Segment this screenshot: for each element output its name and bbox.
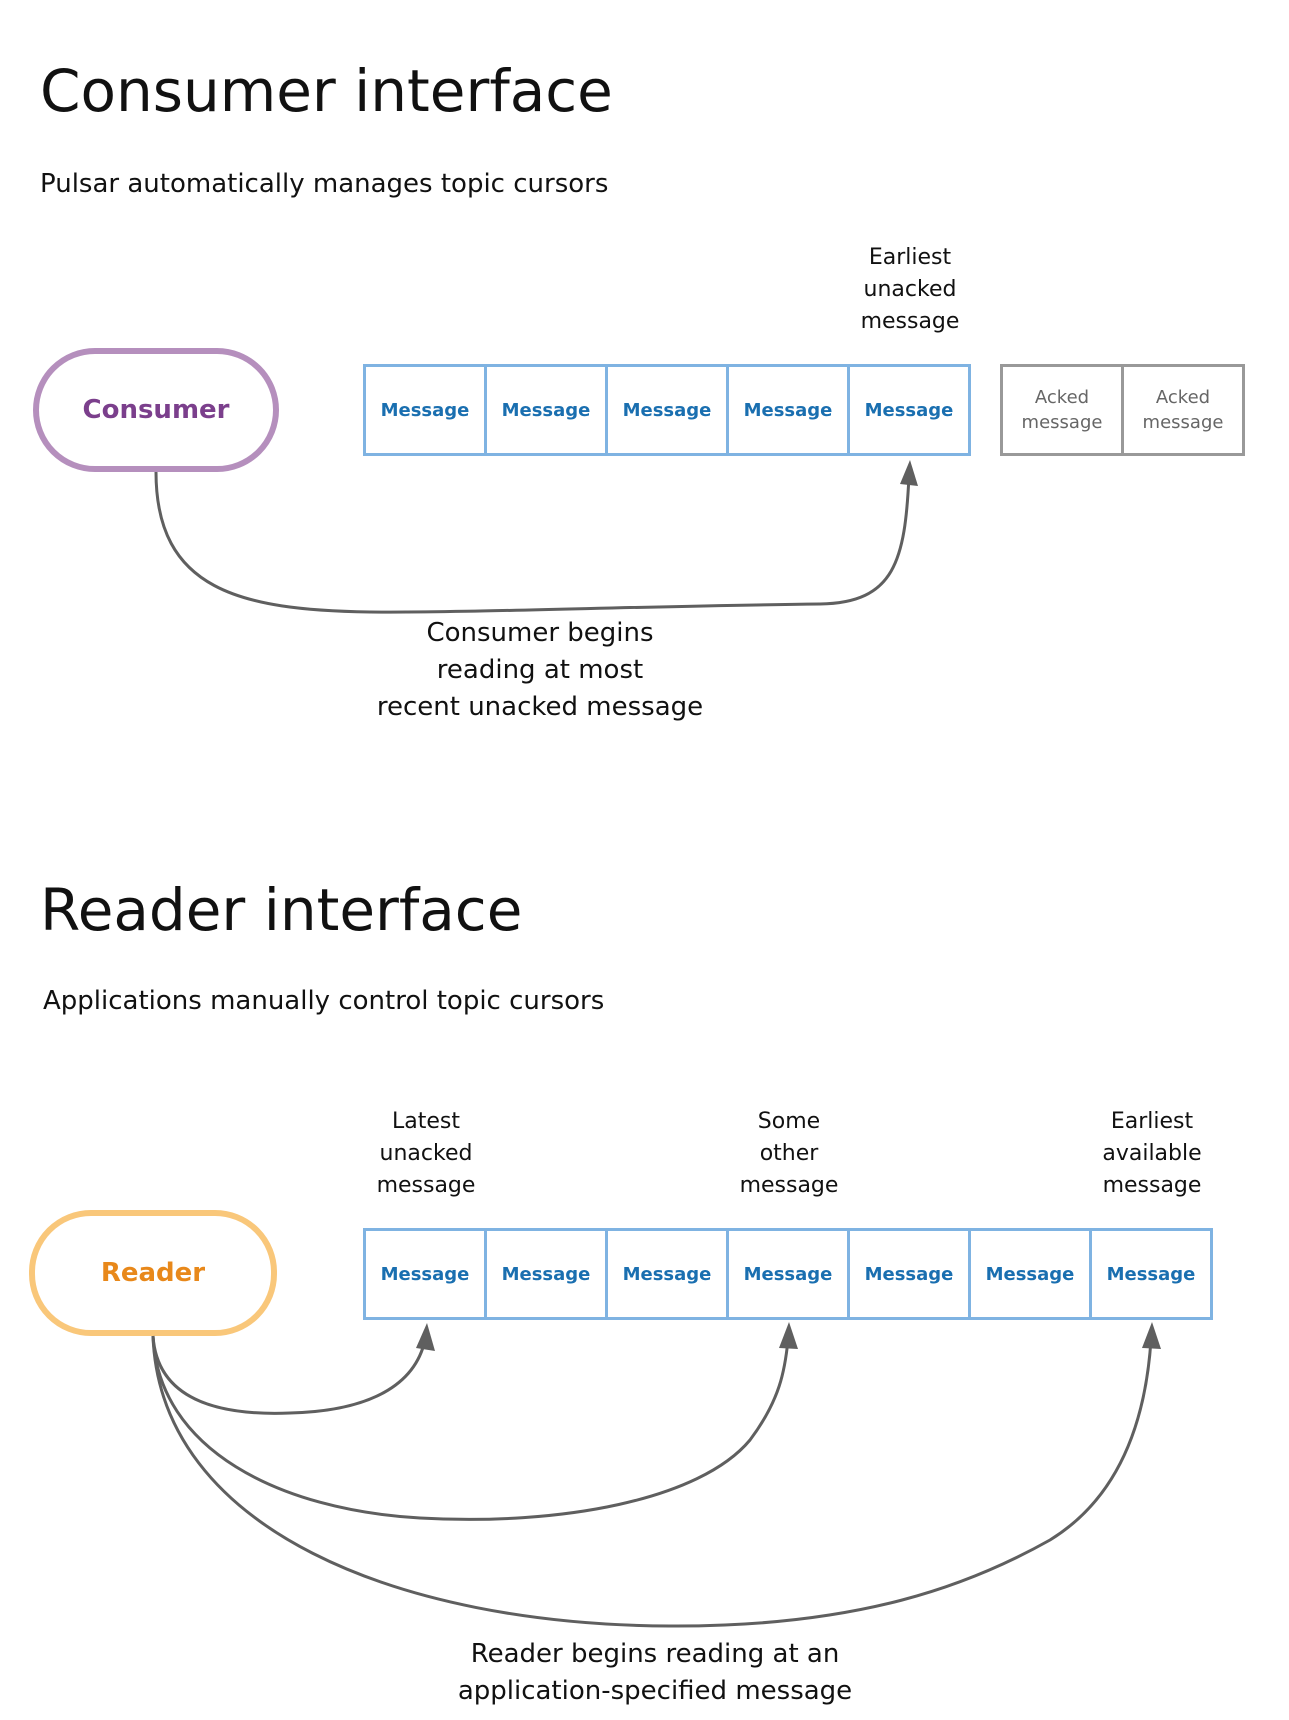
acked-message-label: Acked message [1021,387,1103,433]
some-other-label: Some other message [739,1109,839,1198]
consumer-node: Consumer [33,348,279,472]
message-label: Message [864,1263,954,1285]
reader-arrow-earliest [151,1335,1153,1628]
reader-arrowhead-latest-icon [416,1323,435,1351]
message-label: Message [380,1263,470,1285]
consumer-caption: Consumer begins reading at most recent u… [376,618,704,722]
message-label: Message [501,1263,591,1285]
acked-message-label: Acked message [1142,387,1224,433]
message-label: Message [622,399,712,421]
reader-subtitle: Applications manually control topic curs… [43,986,605,1016]
reader-message-queue: Message Message Message Message Message … [363,1228,1218,1320]
acked-message-box: Acked message [1121,364,1245,456]
reader-caption: Reader begins reading at an application-… [457,1639,853,1706]
earliest-available-label: Earliest available message [1102,1109,1202,1198]
reader-arrow-some-other [151,1335,790,1521]
reader-node-label: Reader [100,1258,206,1288]
message-label: Message [501,399,591,421]
message-label: Message [743,1263,833,1285]
latest-unacked-label: Latest unacked message [376,1109,476,1198]
message-label: Message [622,1263,712,1285]
consumer-node-label: Consumer [82,395,230,425]
message-label: Message [864,399,954,421]
reader-title: Reader interface [40,876,523,944]
message-label: Message [743,399,833,421]
consumer-arrowhead-icon [900,460,918,486]
message-label: Message [380,399,470,421]
message-label: Message [1106,1263,1196,1285]
message-box-earliest-available: Message [1089,1228,1213,1320]
consumer-arrow [154,471,911,614]
reader-arrowhead-earliest-icon [1142,1322,1161,1349]
reader-node: Reader [29,1210,277,1336]
consumer-subtitle: Pulsar automatically manages topic curso… [40,169,609,199]
earliest-unacked-label: Earliest unacked message [860,245,960,334]
reader-arrow-latest [151,1335,427,1415]
consumer-message-queue: Message Message Message Message Message … [363,364,1289,456]
message-box-earliest-unacked: Message [847,364,971,456]
reader-arrowhead-some-other-icon [779,1322,798,1349]
consumer-title: Consumer interface [40,57,613,125]
message-label: Message [985,1263,1075,1285]
